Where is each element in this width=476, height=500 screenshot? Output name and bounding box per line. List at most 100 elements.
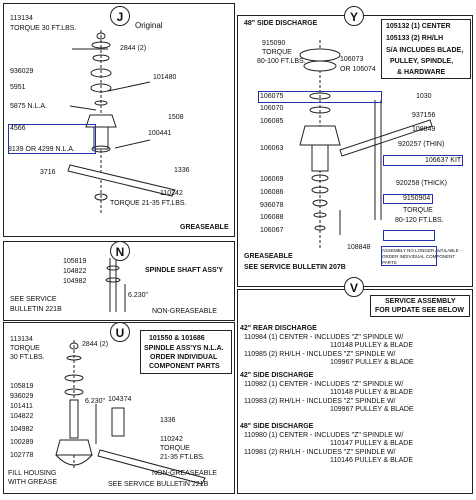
- u-label: 936029: [10, 393, 34, 400]
- u-label: 104982: [10, 426, 34, 433]
- u-label: TORQUE: [160, 445, 190, 452]
- y-label: 936078: [260, 202, 284, 209]
- v-section-heading: 42" REAR DISCHARGE: [240, 325, 317, 332]
- y-label: 106070: [260, 105, 284, 112]
- y-info-line: S/A INCLUDES BLADE,: [386, 47, 464, 54]
- j-label: TORQUE 30 FT.LBS.: [10, 25, 77, 32]
- y-label: 106088: [260, 214, 284, 221]
- v-line: 110982 (1) CENTER - INCLUDES "Z" SPINDLE…: [244, 381, 404, 388]
- y-label: OR 106074: [340, 66, 376, 73]
- n-note: NON-GREASEABLE: [152, 308, 217, 315]
- y-label: 9150904: [403, 195, 431, 202]
- y-label: 80-120 FT.LBS.: [395, 217, 444, 224]
- v-line: 109967 PULLEY & BLADE: [330, 359, 414, 366]
- j-label: 3716: [40, 169, 56, 176]
- n-bulletin: SEE SERVICE: [10, 296, 57, 303]
- v-line: 110984 (1) CENTER - INCLUDES "Z" SPINDLE…: [244, 334, 404, 341]
- u-housing: WITH GREASE: [8, 479, 58, 486]
- y-label: TORQUE: [403, 207, 433, 214]
- y-highlight-9150904: [383, 194, 433, 204]
- n-dimension: 6.230": [128, 292, 149, 299]
- j-label: 2844 (2): [120, 45, 147, 52]
- j-label: 4566: [10, 125, 26, 132]
- y-highlight-avail: [381, 246, 437, 266]
- u-label: 113134: [10, 336, 33, 343]
- u-label: 6.230": [85, 398, 106, 405]
- v-line: 109967 PULLEY & BLADE: [330, 406, 414, 413]
- y-label: 108848: [347, 244, 371, 251]
- v-box-line: FOR UPDATE SEE BELOW: [375, 307, 464, 314]
- u-label: 1336: [160, 417, 176, 424]
- y-label: 920258 (THICK): [396, 180, 447, 187]
- y-info-line: & HARDWARE: [397, 69, 446, 76]
- panel-u-badge: U: [110, 322, 130, 342]
- y-label: 106063: [260, 145, 284, 152]
- y-label: 915090: [262, 40, 286, 47]
- y-label: 106067: [260, 227, 284, 234]
- y-footer: GREASEABLE: [244, 253, 293, 260]
- j-label: TORQUE 21-35 FT.LBS.: [110, 200, 187, 207]
- u-footer: NON-GREASEABLE: [152, 470, 217, 477]
- u-label: 21-35 FT.LBS.: [160, 454, 205, 461]
- y-avail-note: ASSEMBLY NO LONGER AVAILABLE -: [382, 248, 462, 253]
- y-label: 80-100 FT.LBS.: [257, 58, 306, 65]
- y-label: TORQUE: [262, 49, 292, 56]
- y-info-box: 105132 (1) CENTER 105133 (2) RH/LH S/A I…: [381, 19, 471, 79]
- y-label: 108849: [412, 126, 436, 133]
- y-info-line: 105132 (1) CENTER: [386, 23, 451, 30]
- u-housing: FILL HOUSING: [8, 470, 57, 477]
- y-label: 920257 (THIN): [398, 141, 445, 148]
- y-label: 1030: [416, 93, 432, 100]
- y-label: 937156: [412, 112, 436, 119]
- panel-v-badge: V: [344, 277, 364, 297]
- v-section-heading: 48" SIDE DISCHARGE: [240, 423, 314, 430]
- v-section-heading: 42" SIDE DISCHARGE: [240, 372, 314, 379]
- v-line: 110985 (2) RH/LH - INCLUDES "Z" SPINDLE …: [244, 351, 396, 358]
- u-box-line: ORDER INDIVIDUAL: [150, 354, 218, 361]
- u-label: 104374: [108, 396, 132, 403]
- y-highlight-kit: [383, 155, 463, 166]
- n-label: 104982: [63, 278, 87, 285]
- v-line: 110148 PULLEY & BLADE: [330, 389, 414, 396]
- u-label: TORQUE: [10, 345, 40, 352]
- v-service-box: SERVICE ASSEMBLY FOR UPDATE SEE BELOW: [370, 295, 470, 317]
- v-line: 110983 (2) RH/LH - INCLUDES "Z" SPINDLE …: [244, 398, 396, 405]
- u-box-line: 101550 & 101686: [149, 335, 205, 342]
- u-footer: SEE SERVICE BULLETIN 221B: [108, 481, 209, 488]
- n-title: SPINDLE SHAFT ASS'Y: [145, 267, 224, 274]
- j-label: 1508: [168, 114, 184, 121]
- j-label: 936029: [10, 68, 34, 75]
- j-label: 110242: [160, 190, 183, 197]
- y-label: 106075: [260, 93, 284, 100]
- y-highlight-106075: [258, 91, 382, 103]
- y-label: 106073: [340, 56, 364, 63]
- j-note: GREASEABLE: [180, 224, 229, 231]
- y-avail-note: ORDER INDIVIDUAL COMPONENT: [382, 254, 456, 259]
- y-label: 106637 KIT: [425, 157, 462, 164]
- u-label: 102778: [10, 452, 34, 459]
- j-label: 5951: [10, 84, 26, 91]
- y-label: 106086: [260, 189, 284, 196]
- y-highlight-blank: [383, 230, 435, 241]
- j-label: 101480: [153, 74, 177, 81]
- y-info-line: PULLEY, SPINDLE,: [390, 58, 454, 65]
- u-box-line: SPINDLE ASS'YS N.L.A.: [144, 345, 224, 352]
- y-avail-note: PARTS: [382, 260, 397, 265]
- y-label: 106069: [260, 176, 284, 183]
- y-header: 48" SIDE DISCHARGE: [244, 20, 318, 27]
- n-bulletin: BULLETIN 221B: [10, 306, 62, 313]
- u-label: 104822: [10, 413, 34, 420]
- v-line: 110981 (2) RH/LH - INCLUDES "Z" SPINDLE …: [244, 449, 396, 456]
- u-box-line: COMPONENT PARTS: [149, 363, 220, 370]
- n-label: 104822: [63, 268, 87, 275]
- u-label: 100289: [10, 439, 34, 446]
- u-notice-box: 101550 & 101686 SPINDLE ASS'YS N.L.A. OR…: [140, 330, 232, 374]
- panel-y-badge: Y: [344, 6, 364, 26]
- y-label: 106085: [260, 118, 284, 125]
- v-line: 110147 PULLEY & BLADE: [330, 440, 414, 447]
- panel-n-badge: N: [110, 241, 130, 261]
- panel-j-badge: J: [110, 6, 130, 26]
- j-highlight-box: [8, 124, 96, 154]
- v-line: 110980 (1) CENTER - INCLUDES "Z" SPINDLE…: [244, 432, 404, 439]
